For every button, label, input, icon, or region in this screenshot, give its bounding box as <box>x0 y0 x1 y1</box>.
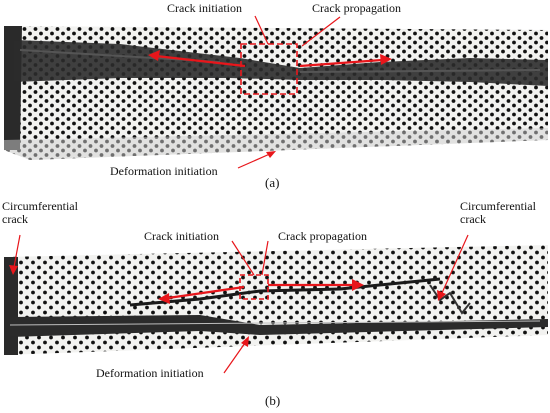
crack-initiation-box-b <box>239 274 269 300</box>
label-deformation-initiation-a: Deformation initiation <box>110 164 218 178</box>
crack-initiation-box-a <box>240 43 298 95</box>
specimen-b-axial-crack <box>129 277 441 307</box>
label-crack-propagation-a: Crack propagation <box>312 1 401 15</box>
annotations-a <box>148 15 392 169</box>
caption-a: (a) <box>265 175 280 190</box>
label-crack-propagation-b: Crack propagation <box>278 229 367 243</box>
panel-a: Crack initiation Crack propagation Defor… <box>0 0 550 190</box>
panel-b: Circumferential crack Circumferential cr… <box>0 195 550 413</box>
label-crack-initiation-a: Crack initiation <box>167 1 242 15</box>
specimen-b-figure <box>4 245 548 355</box>
caption-b: (b) <box>265 393 281 408</box>
specimen-b-lower-band <box>10 315 548 337</box>
label-deformation-initiation-b: Deformation initiation <box>96 366 204 380</box>
label-crack-initiation-b: Crack initiation <box>144 229 219 243</box>
label-circumferential-crack-right: Circumferential crack <box>460 199 536 226</box>
annotations-b <box>9 234 469 374</box>
specimen-a-crack-band <box>14 40 548 86</box>
label-circumferential-crack-left: Circumferential crack <box>2 199 78 226</box>
